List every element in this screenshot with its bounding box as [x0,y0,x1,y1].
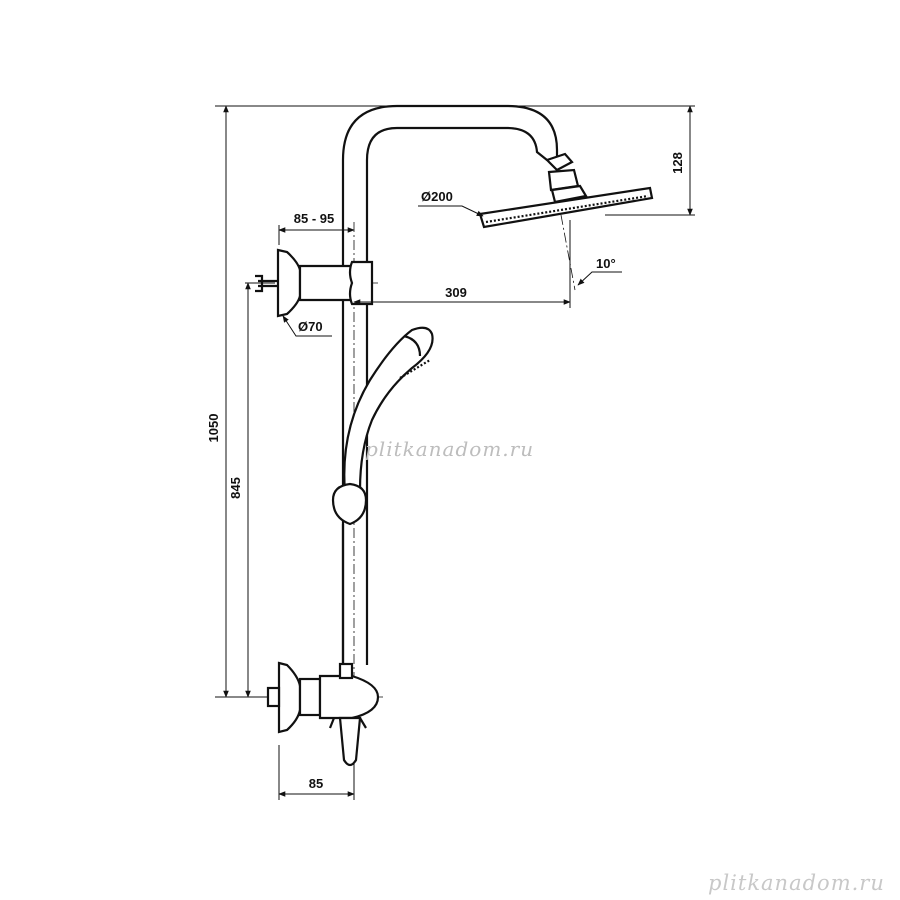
wall-bracket [255,248,374,318]
dimension-label-1050: 1050 [206,414,221,443]
dimension-label-845: 845 [228,477,243,499]
mixer-valve [266,661,380,767]
dimension-label-309: 309 [445,285,467,300]
leader-diameter-70 [282,315,332,337]
dimension-label-85-95: 85 - 95 [294,211,334,226]
dimension-label-128: 128 [670,152,685,174]
watermark-corner: plitkanadom.ru [708,871,885,895]
riser-pipe [341,104,559,665]
watermark-center: plitkanadom.ru [365,437,534,461]
dimension-label-diameter-70: Ø70 [298,319,323,334]
dimension-label-angle-10: 10° [596,256,616,271]
hand-shower [331,326,434,665]
dimension-label-85: 85 [309,776,323,791]
dimension-label-diameter-200: Ø200 [421,189,453,204]
dimension-angle-10 [577,271,622,286]
leader-diameter-200 [418,205,484,217]
overhead-shower-head [478,152,654,229]
